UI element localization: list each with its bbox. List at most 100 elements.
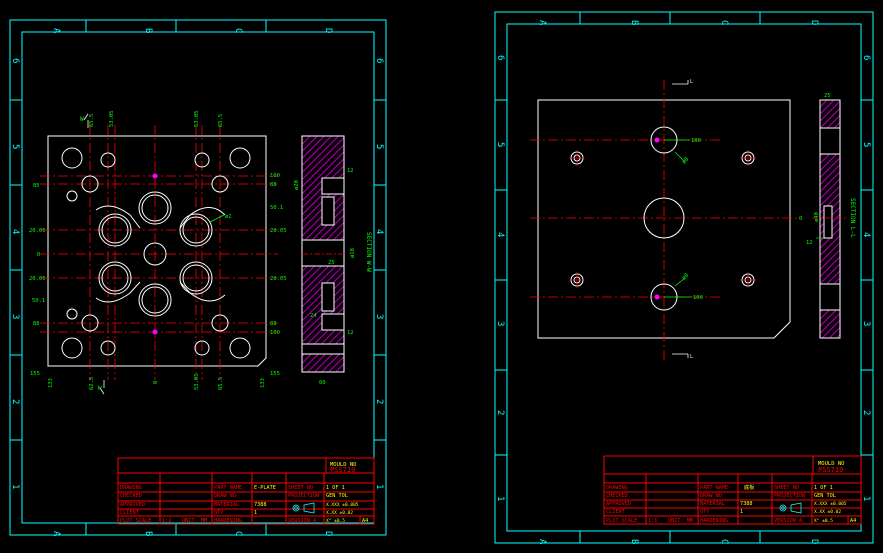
zone-letter: D (809, 20, 819, 25)
drawing-text: VERSION A (774, 518, 803, 524)
drawing-text: QTY (214, 510, 224, 516)
zone-number: 1 (10, 484, 20, 489)
dim-label: 65.5 (89, 114, 95, 127)
sheet-1-zone-ticks (10, 20, 386, 535)
drawing-text: A4 (362, 518, 368, 524)
dim-label: 12 (806, 240, 813, 246)
dim-label: 155 (270, 371, 280, 377)
drawing-text: A4 (850, 518, 856, 524)
drawing-text: DRAWING (606, 485, 628, 491)
drawing-text: X.XX ±0.02 (326, 510, 353, 516)
drawing-text: 1 (740, 509, 743, 515)
dim-label: 65.5 (218, 114, 224, 127)
dim-label: 100 (693, 295, 703, 301)
zone-number: 1 (495, 496, 505, 501)
drawing-text: DRAW NO (700, 493, 722, 499)
dim-label: 24 (310, 313, 317, 319)
zone-number: 2 (10, 399, 20, 404)
guide-hole (100, 340, 116, 356)
drawing-text: X.XXX ±0.005 (814, 501, 847, 507)
dim-label: 0 (153, 381, 159, 384)
section-label: SECTION W-W (365, 232, 372, 272)
dim-label: 53.05 (194, 373, 200, 390)
dim-label: 65.5 (218, 377, 224, 390)
guide-hole (100, 152, 116, 168)
sheet-2-outer-border (494, 11, 874, 544)
guide-hole (194, 340, 210, 356)
corner-hole (229, 147, 251, 169)
zone-number: 2 (495, 410, 505, 415)
section-w-w (301, 135, 345, 373)
zone-number: 5 (861, 142, 871, 147)
zone-letter: B (629, 539, 639, 544)
zone-number: 3 (374, 314, 384, 319)
drawing-text: 7388 (254, 502, 267, 508)
top-dimensions: 53.05 53.05 65.5 65.5 (89, 110, 224, 127)
drawing-text: E-PLATE (254, 485, 276, 491)
drawing-text: PLOT SCALE (606, 518, 637, 524)
view-mark: W (98, 385, 102, 392)
mould-no: PSS710 (818, 466, 843, 474)
drawing-text: 1:1 (648, 518, 657, 524)
bottom-dimensions: 133 62.5 0 53.05 65.5 133 (48, 373, 266, 390)
dim-label: 100 (270, 330, 280, 336)
zone-letter: A (51, 28, 61, 34)
sheet-1-zone-numbers: 6 5 4 3 2 1 6 5 4 3 2 1 (10, 58, 384, 489)
small-hole (66, 308, 78, 320)
zone-number: 6 (10, 58, 20, 63)
e-plate-centerlines (40, 125, 278, 380)
cavity-holes (98, 191, 213, 317)
dim-label: ø40 (814, 212, 820, 222)
guide-hole (194, 152, 210, 168)
dim-label: 133 (48, 378, 54, 388)
drawing-text: CLIENT (120, 510, 139, 516)
drawing-text: X° ±0.5 (814, 518, 833, 524)
hole-markers (152, 173, 158, 335)
section-dims: 12 ø20 ø18 25 24 12 60 (294, 168, 356, 386)
sheet-2-inner-border (506, 23, 862, 532)
dim-label: 60 (319, 380, 326, 386)
zone-letter: D (323, 531, 333, 536)
dim-label: 133 (260, 378, 266, 388)
base-plate-outline (537, 99, 791, 339)
drawing-text: 7388 (740, 501, 753, 507)
dim-label: 0 (799, 216, 802, 222)
projection-symbol (292, 502, 315, 514)
dim-label: 53.05 (109, 110, 115, 127)
section-l-l (812, 99, 846, 339)
drawing-text: X.XXX ±0.005 (326, 502, 359, 508)
zone-number: 6 (861, 55, 871, 60)
corner-holes (61, 147, 251, 359)
leader (209, 214, 225, 223)
title-block-1: MOULD NO PSS710 DRAWING CHECKED APPROVED… (117, 457, 375, 525)
drawing-text: SHEET NO (288, 485, 313, 491)
drawing-text: 1 (254, 510, 257, 516)
dim-label: ø18 (350, 248, 356, 258)
drawing-text: CLIENT (606, 509, 625, 515)
sheet-1-outer-border (9, 19, 387, 536)
dim-label: ø2 (225, 214, 232, 220)
hole-callouts: ø2 (225, 214, 232, 220)
zone-number: 5 (10, 144, 20, 149)
dim-label: 88 (270, 321, 277, 327)
mould-no-label: MOULD NO (818, 461, 845, 467)
left-dimensions: 85 20.05 0 20.05 50.1 88 155 (29, 183, 46, 377)
drawing-text: DRAW NO (214, 493, 236, 499)
zone-number: 3 (861, 321, 871, 326)
drawing-text: MATERIAL (214, 502, 239, 508)
view-arrow-w (83, 113, 105, 395)
drawing-text: APPROVED (120, 502, 145, 508)
dim-label: 25 (824, 93, 831, 99)
zone-number: 3 (495, 321, 505, 326)
drawing-text: GEN TOL (326, 493, 348, 499)
drawing-text: CHECKED (606, 493, 628, 499)
drawing-text: 1 OF 1 (326, 485, 345, 491)
zone-number: 2 (861, 410, 871, 415)
zone-number: 5 (374, 144, 384, 149)
dim-label: 0 (37, 252, 40, 258)
sheet-2: A B C D A B C D 6 5 4 3 2 1 6 5 4 3 2 1 (494, 11, 874, 545)
zone-number: 1 (861, 496, 871, 501)
dim-label: 20.05 (29, 228, 46, 234)
drawing-text: PART NAME (214, 485, 242, 491)
